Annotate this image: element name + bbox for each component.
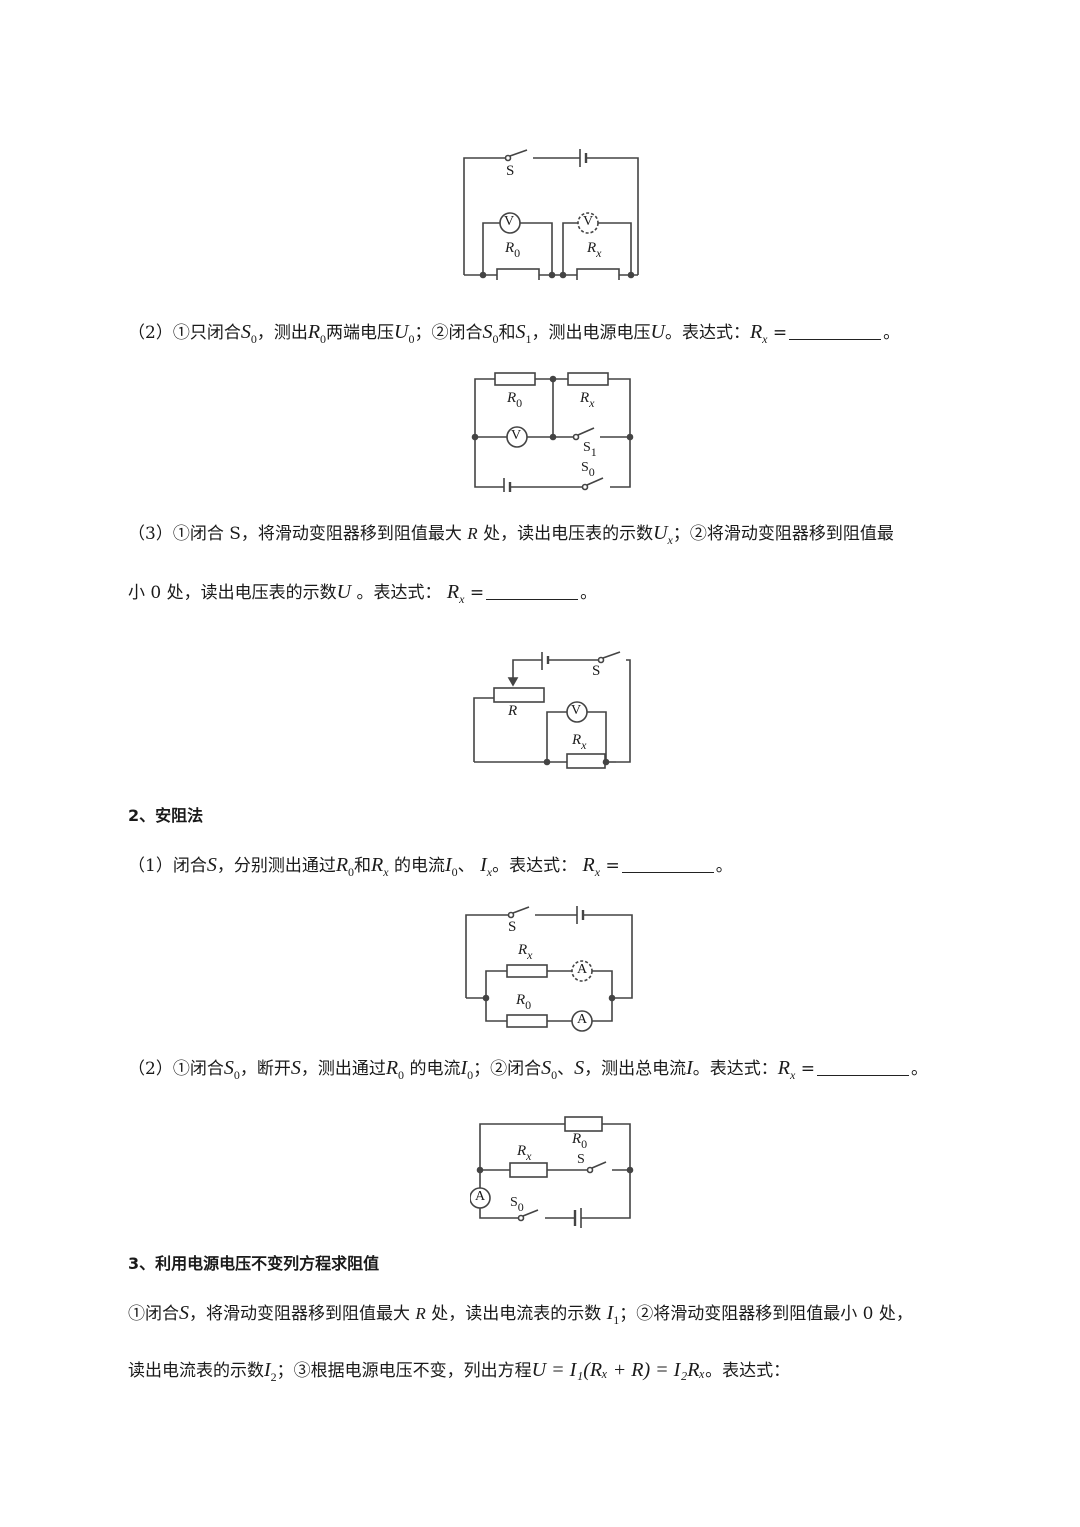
voltmeter-icon: V [504, 214, 515, 229]
resistor-rx-label: Rx [580, 390, 595, 410]
answer-blank[interactable] [486, 581, 579, 600]
paragraph-method3-line2: 读出电流表的示数I2；③根据电源电压不变，列出方程U = I₁(Rₓ + R) … [128, 1359, 791, 1384]
paragraph-method3-line1: ①闭合S，将滑动变阻器移到阻值最大 R 处，读出电流表的示数 I1；②将滑动变阻… [128, 1302, 913, 1327]
circuit-diagram-voltmeter-series: S V V R0 Rx [455, 145, 650, 280]
circuit-diagram-parallel-ammeters: S Rx R0 A A [462, 903, 637, 1033]
paragraph-method1-item3-line2: 小 0 处，读出电压表的示数U 。表达式： Rx =。 [128, 581, 598, 606]
switch-s0-label: S0 [510, 1195, 524, 1214]
ammeter-icon: A [475, 1189, 486, 1204]
resistor-r0-label: R0 [507, 390, 523, 410]
answer-blank[interactable] [817, 1057, 909, 1076]
resistor-r0-label: R0 [505, 240, 521, 260]
resistor-rx-label: Rx [517, 1143, 532, 1163]
paragraph-method2-item1: （1）闭合S，分别测出通过R0和Rx 的电流I0、 Ix。表达式： Rx =。 [128, 854, 733, 879]
circuit-diagram-rheostat-voltmeter: S R V Rx [470, 650, 635, 770]
switch-label: S [508, 919, 517, 935]
resistor-rx-label: Rx [587, 240, 602, 260]
voltmeter-icon: V [571, 703, 582, 718]
ammeter-dashed-icon: A [577, 962, 588, 977]
switch-s1-label: S1 [583, 440, 597, 459]
voltmeter-dashed-icon: V [583, 214, 594, 229]
switch-s0-label: S0 [581, 460, 595, 479]
paragraph-method1-item3-line1: （3）①闭合 S，将滑动变阻器移到阻值最大 R 处，读出电压表的示数Ux；②将滑… [128, 522, 894, 547]
paragraph-method2-item2: （2）①闭合S0，断开S，测出通过R0 的电流I0；②闭合S0、S，测出总电流I… [128, 1057, 928, 1082]
resistor-rx-label: Rx [572, 732, 587, 752]
section-heading-equation-method: 3、利用电源电压不变列方程求阻值 [128, 1254, 380, 1273]
rheostat-label: R [508, 703, 518, 719]
equation: U = I₁(Rₓ + R) = I₂Rₓ [531, 1359, 706, 1381]
answer-blank[interactable] [789, 321, 882, 340]
circuit-diagram-ammeter-switches: R0 Rx S S0 A [470, 1110, 635, 1230]
circuit-diagram-voltmeter-switches: V R0 Rx S1 S0 [470, 372, 640, 492]
resistor-rx-label: Rx [518, 942, 533, 962]
section-heading-ammeter-method: 2、安阻法 [128, 806, 204, 825]
switch-label: S [592, 663, 601, 679]
resistor-r0-label: R0 [516, 992, 532, 1012]
answer-blank[interactable] [621, 854, 714, 873]
switch-label: S [506, 163, 515, 179]
resistor-r0-label: R0 [572, 1131, 588, 1151]
ammeter-icon: A [577, 1012, 588, 1027]
paragraph-method1-item2: （2）①只闭合S0，测出R0两端电压U0；②闭合S0和S1，测出电源电压U。表达… [128, 321, 901, 346]
switch-s-label: S [577, 1152, 585, 1167]
voltmeter-icon: V [511, 428, 522, 443]
